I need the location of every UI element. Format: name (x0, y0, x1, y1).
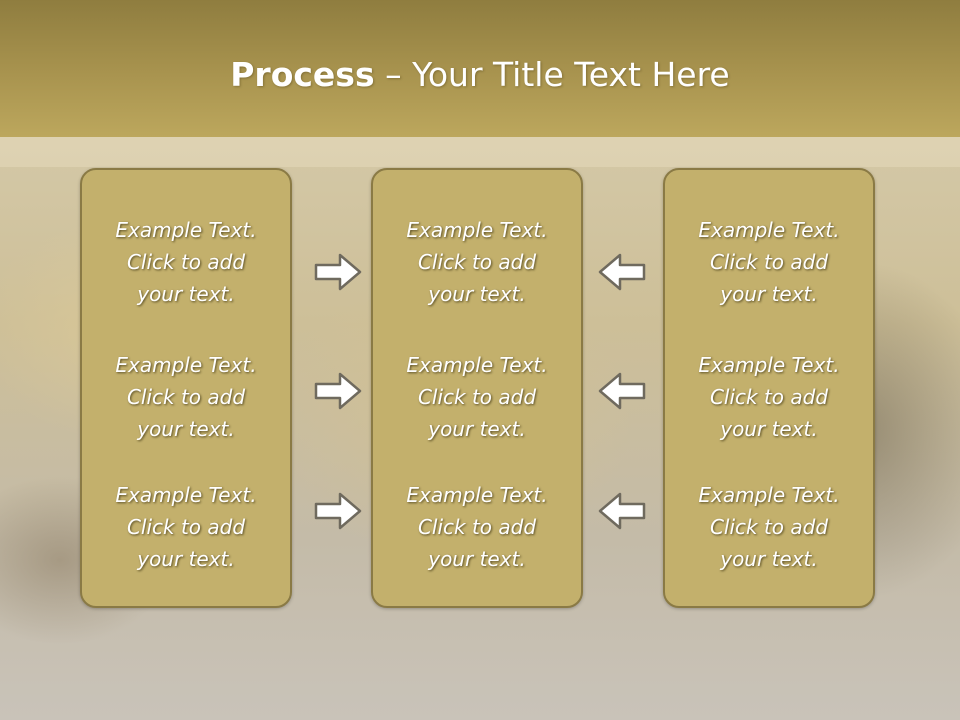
right-arrow-icon (314, 372, 362, 410)
text-line: Example Text. (406, 218, 548, 242)
title-text: Your Title Text Here (412, 55, 730, 94)
text-line: your text. (137, 417, 235, 441)
text-line: Example Text. (115, 483, 257, 507)
text-block[interactable]: Example Text. Click to add your text. (373, 349, 581, 445)
text-line: your text. (428, 282, 526, 306)
text-block[interactable]: Example Text. Click to add your text. (373, 214, 581, 310)
text-line: Example Text. (698, 218, 840, 242)
right-arrow-icon (314, 492, 362, 530)
title-dash: – (385, 55, 402, 94)
text-line: Click to add (126, 515, 246, 539)
text-line: your text. (137, 547, 235, 571)
text-line: Click to add (709, 515, 829, 539)
text-block[interactable]: Example Text. Click to add your text. (82, 349, 290, 445)
text-block[interactable]: Example Text. Click to add your text. (665, 479, 873, 575)
text-line: Click to add (417, 515, 537, 539)
text-line: Click to add (709, 250, 829, 274)
text-line: Example Text. (406, 353, 548, 377)
text-line: Example Text. (698, 353, 840, 377)
process-box-right[interactable]: Example Text. Click to add your text. Ex… (663, 168, 875, 608)
title-bold: Process (230, 55, 375, 94)
text-block[interactable]: Example Text. Click to add your text. (665, 349, 873, 445)
text-line: your text. (137, 282, 235, 306)
process-box-center[interactable]: Example Text. Click to add your text. Ex… (371, 168, 583, 608)
text-line: Example Text. (115, 218, 257, 242)
left-arrow-icon (598, 492, 646, 530)
left-arrow-icon (598, 372, 646, 410)
text-line: Example Text. (698, 483, 840, 507)
process-box-left[interactable]: Example Text. Click to add your text. Ex… (80, 168, 292, 608)
text-line: Example Text. (115, 353, 257, 377)
text-line: Example Text. (406, 483, 548, 507)
text-line: Click to add (126, 385, 246, 409)
slide-title[interactable]: Process – Your Title Text Here (0, 52, 960, 98)
text-block[interactable]: Example Text. Click to add your text. (82, 479, 290, 575)
text-line: your text. (720, 417, 818, 441)
text-block[interactable]: Example Text. Click to add your text. (82, 214, 290, 310)
text-line: Click to add (417, 385, 537, 409)
left-arrow-icon (598, 253, 646, 291)
text-line: your text. (428, 547, 526, 571)
text-line: your text. (720, 282, 818, 306)
text-line: your text. (428, 417, 526, 441)
decorative-band (0, 137, 960, 167)
text-block[interactable]: Example Text. Click to add your text. (373, 479, 581, 575)
text-block[interactable]: Example Text. Click to add your text. (665, 214, 873, 310)
text-line: Click to add (126, 250, 246, 274)
text-line: Click to add (417, 250, 537, 274)
title-bar (0, 0, 960, 137)
text-line: your text. (720, 547, 818, 571)
text-line: Click to add (709, 385, 829, 409)
right-arrow-icon (314, 253, 362, 291)
